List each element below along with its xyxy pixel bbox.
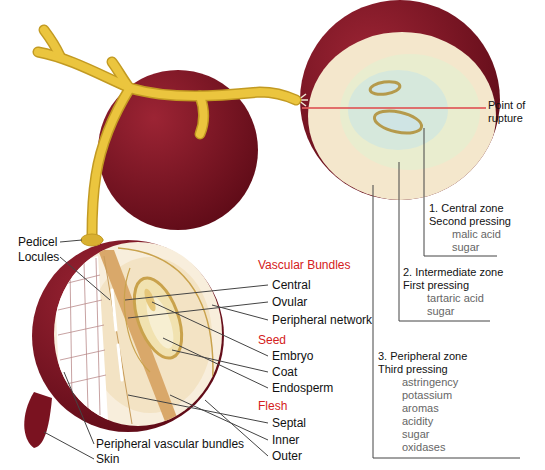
stem-branch [200,96,204,134]
skin-network [54,256,108,420]
leader-line [172,350,268,372]
part-label: Embryo [272,349,313,363]
rupture-line [302,107,486,109]
inner-flesh [88,257,212,413]
embryo [142,287,158,312]
component-label: malic acid [452,228,501,241]
group-heading: Vascular Bundles [258,258,351,272]
locule [112,290,122,380]
part-label: Pedicel [18,235,57,249]
intermediate-zone [340,54,480,170]
sectioned-berry [24,240,224,448]
group-heading: Flesh [258,399,287,413]
leader-line [128,302,268,318]
stem-branch [92,88,130,236]
leader-lines [44,128,520,459]
leader-line [212,305,268,320]
part-label: Peripheral vascular bundles [96,437,244,451]
peripheral-zone [308,32,496,200]
stem-branch [38,52,296,100]
peripheral-network [118,248,213,410]
pedicel-knob [81,234,103,246]
component-label: tartaric acid [427,292,484,305]
central-bundle [98,250,178,424]
seed-section [369,80,400,96]
stem-branch [112,62,128,86]
stem-branch [44,30,60,56]
stem [38,30,296,246]
part-label: Coat [272,365,297,379]
component-label: astringency [402,376,458,389]
zone-bracket [373,185,520,458]
pressing-label: Third pressing [378,363,448,376]
part-label: Outer [272,449,302,463]
pressing-label: Second pressing [429,215,511,228]
seed [125,272,191,365]
seed-section [372,107,423,137]
part-label: Skin [96,452,119,466]
leader-line [163,338,268,388]
stem-outline [38,30,296,236]
central-zone [348,70,448,150]
network-line [70,258,100,415]
annotation-label: Point of rupture [488,99,542,125]
stem-branch [92,88,130,236]
berry-skin [32,240,224,432]
zone-heading: 2. Intermediate zone [403,266,503,279]
septal-line [104,256,132,424]
leader-line [152,302,268,356]
part-label: Central [272,278,311,292]
leader-line [60,240,82,242]
network-lines [58,258,106,415]
stem-branch [200,96,204,134]
leader-line [128,395,268,423]
component-label: sugar [452,241,480,254]
component-label: sugar [402,428,430,441]
leader-line [64,372,94,444]
outer-flesh [54,242,222,426]
skin-flap [24,392,52,448]
zone-bracket [399,162,490,321]
component-label: aromas [402,402,439,415]
part-label: Septal [272,416,306,430]
part-label: Ovular [272,295,307,309]
section-detail [54,248,213,424]
component-label: potassium [402,389,452,402]
leader-line [170,395,268,440]
stem-branch [38,52,296,100]
part-label: Inner [272,433,299,447]
part-label: Endosperm [272,381,333,395]
part-label: Peripheral network [272,313,372,327]
part-label: Locules [18,250,59,264]
component-label: sugar [427,305,455,318]
stem-fill [38,30,296,236]
component-label: acidity [402,415,433,428]
berry-skin [300,0,500,200]
component-label: oxidases [402,441,445,454]
pressing-label: First pressing [403,279,469,292]
leader-line [125,285,268,300]
zone-heading: 3. Peripheral zone [378,350,467,363]
zone-heading: 1. Central zone [429,202,504,215]
group-heading: Seed [258,333,286,347]
leader-line [60,257,110,300]
cut-face [308,32,496,200]
leader-line [44,432,94,459]
